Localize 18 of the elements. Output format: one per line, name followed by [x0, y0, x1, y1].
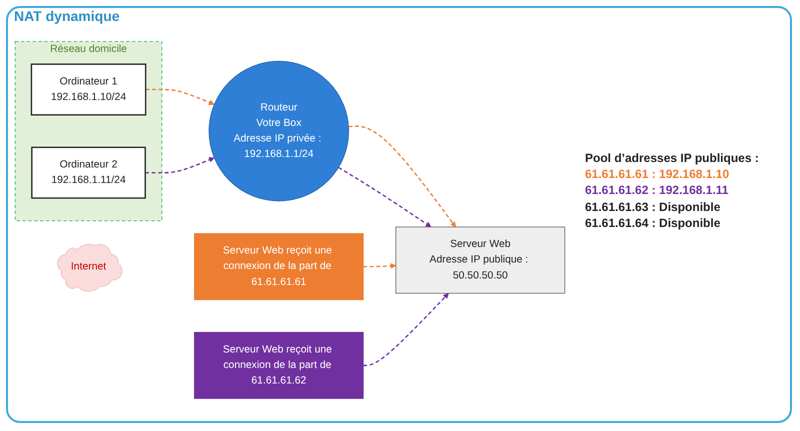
arrow [363, 293, 449, 366]
node-box: Serveur Web reçoit une connexion de la part de 61.61.61.61 [194, 233, 364, 300]
arrow [146, 88, 215, 106]
pool-entry: 61.61.61.61 : 192.168.1.10 [585, 166, 730, 182]
arrow [145, 157, 215, 174]
node-circle: Routeur Votre Box Adresse IP privée : 192.168.1.1/24 [208, 60, 350, 202]
node-box: Ordinateur 2 192.168.1.11/24 [31, 146, 146, 199]
pool-heading: Pool d’adresses IP publiques : [585, 150, 760, 166]
pool-entry: 61.61.61.63 : Disponible [585, 198, 722, 215]
node-box: Serveur Web reçoit une connexion de la part de 61.61.61.62 [194, 332, 364, 399]
node-box: Ordinateur 1 192.168.1.10/24 [30, 64, 146, 116]
node-box: Serveur Web Adresse IP publique : 50.50.50.50 [396, 226, 566, 294]
arrow [338, 166, 432, 228]
pool-entry: 61.61.61.62 : 192.168.1.11 [585, 182, 730, 199]
diagram-title: NAT dynamique [14, 8, 120, 24]
pool-entry: 61.61.61.64 : Disponible [585, 214, 722, 231]
arrow [348, 126, 456, 228]
arrow [363, 263, 396, 269]
